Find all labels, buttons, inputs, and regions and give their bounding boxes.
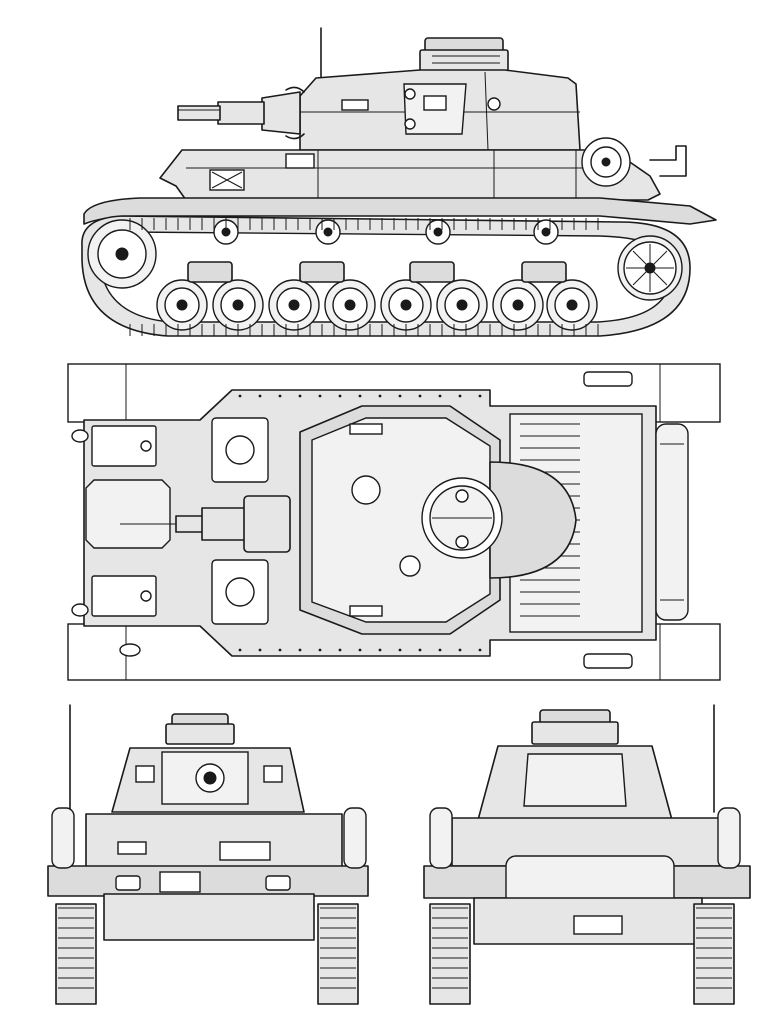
turret-visor-l	[135, 765, 155, 783]
cupola-rear	[531, 721, 619, 745]
bogie	[187, 261, 233, 283]
bow-mg	[117, 841, 147, 855]
main-gun-top	[175, 495, 291, 553]
spare-road-wheel	[581, 137, 631, 187]
track-links	[129, 218, 599, 336]
suspension-bogies	[187, 261, 567, 283]
top-view	[67, 363, 721, 681]
driver-hatch	[211, 417, 269, 483]
spare-wheel-top	[583, 371, 633, 387]
front-view	[47, 704, 369, 1005]
bogie	[521, 261, 567, 283]
pistol-port	[487, 97, 501, 111]
radio-operator-hatch	[211, 559, 269, 625]
wheel-front-r	[343, 807, 367, 869]
hull-vision-block	[285, 153, 315, 169]
front-access-plate	[85, 479, 171, 549]
spare-wheel-top-2	[583, 653, 633, 669]
turret-vision-port	[349, 423, 383, 435]
hull-nose-front	[47, 865, 369, 897]
rear-bracket	[649, 145, 687, 177]
main-gun	[177, 86, 305, 140]
track-side	[317, 903, 359, 1005]
wheel-front-l	[51, 807, 75, 869]
rear-view	[423, 704, 751, 1005]
track-side	[55, 903, 97, 1005]
idler-wheel	[617, 235, 683, 301]
driver-visor-front	[219, 841, 271, 861]
headlight	[119, 643, 141, 657]
tow-hook	[71, 429, 89, 443]
lower-hull-front	[103, 893, 315, 941]
signal-port	[351, 475, 381, 505]
wheel-rear-r	[717, 807, 741, 869]
side-view	[81, 27, 717, 337]
turret-vision-port-2	[349, 605, 383, 617]
cupola-front	[165, 723, 235, 745]
superstructure-front	[85, 813, 343, 869]
commander-cupola	[419, 37, 509, 73]
turret-visor-r	[263, 765, 283, 783]
wheel-rear-l	[429, 807, 453, 869]
track-side	[693, 903, 735, 1005]
bogie	[409, 261, 455, 283]
rear-plate	[573, 915, 623, 935]
front-hatch-left	[91, 425, 157, 467]
turret-side-hatch	[403, 83, 467, 135]
road-wheels	[156, 279, 598, 331]
drive-sprocket	[87, 219, 157, 289]
bogie	[299, 261, 345, 283]
front-hatch-right	[91, 575, 157, 617]
tracks-front	[55, 903, 359, 1005]
front-plate-hatch	[159, 871, 201, 893]
tow-hook-2	[71, 603, 89, 617]
track-side	[429, 903, 471, 1005]
vision-port	[341, 99, 369, 111]
ventilator	[399, 555, 421, 577]
turret-bustle	[489, 461, 577, 579]
tracks-rear	[429, 903, 735, 1005]
exhaust-muffler	[655, 423, 689, 621]
rivet-lines	[238, 394, 482, 652]
commander-cupola-top	[421, 477, 503, 559]
